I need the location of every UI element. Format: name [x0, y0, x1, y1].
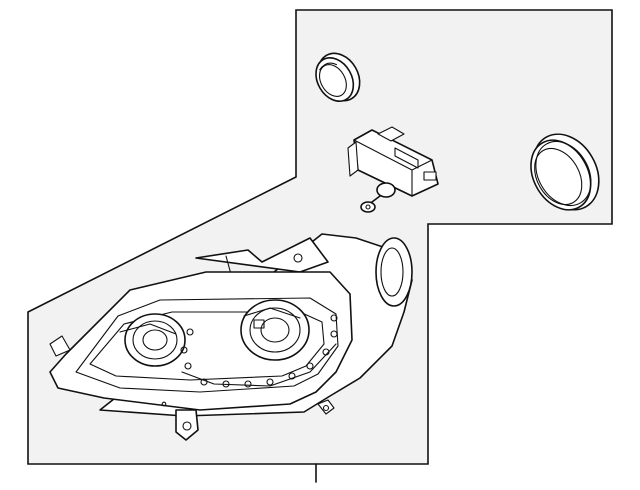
sealing-cap-small: [315, 52, 361, 102]
headlamp-icon: [49, 233, 413, 441]
leveling-motor: [347, 126, 439, 213]
sealing-cap-large: [530, 133, 600, 211]
led-dots: [180, 314, 338, 388]
headlamp-assembly: [49, 233, 413, 441]
motor-actuator-icon: [347, 126, 439, 213]
ring-cap-icon: [315, 52, 361, 102]
ring-cap-icon: [530, 133, 600, 211]
